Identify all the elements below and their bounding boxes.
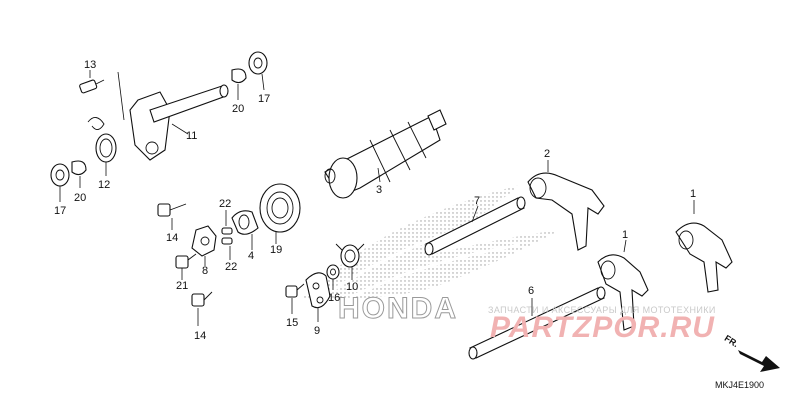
part-washer-17-top <box>248 51 268 91</box>
callout-6: 6 <box>528 285 534 297</box>
part-shift-drum-3 <box>324 109 447 199</box>
callout-21: 21 <box>176 280 188 292</box>
part-washer-17-left <box>50 163 70 202</box>
part-fork-shaft-7 <box>424 196 526 256</box>
callout-10: 10 <box>346 281 358 293</box>
part-shift-fork-1-center <box>597 239 649 331</box>
callout-17: 17 <box>54 205 66 217</box>
callout-14: 14 <box>166 232 178 244</box>
part-bolt-14-bottom <box>191 291 213 326</box>
part-shift-shaft-11 <box>117 71 229 161</box>
part-stopper-arm-9 <box>305 272 331 322</box>
part-circlip-20-left <box>71 160 87 188</box>
part-bearing-19 <box>259 183 301 244</box>
callout-22: 22 <box>219 198 231 210</box>
callout-labels: 1 1 2 3 4 6 7 8 9 10 11 12 13 14 14 15 1… <box>54 59 696 342</box>
watermark-logo: PARTZPOR.RU <box>490 311 715 344</box>
part-star-8 <box>191 225 217 266</box>
callout-22: 22 <box>225 261 237 273</box>
part-fork-shaft-6 <box>468 286 606 360</box>
part-bolt-13 <box>79 70 105 94</box>
callout-20: 20 <box>232 103 244 115</box>
part-pin-22 <box>221 210 233 260</box>
callout-19: 19 <box>270 244 282 256</box>
watermark-caption: ЗАПЧАСТИ И АКСЕССУАРЫ ДЛЯ МОТОТЕХНИКИ <box>488 305 716 315</box>
callout-11: 11 <box>186 130 197 142</box>
part-spring-12 <box>87 117 117 176</box>
front-direction-arrow-icon <box>738 350 780 372</box>
part-circlip-20-top <box>231 68 247 100</box>
callout-1: 1 <box>690 188 696 200</box>
part-shift-fork-2 <box>527 160 605 251</box>
callout-9: 9 <box>314 325 320 337</box>
callout-1: 1 <box>622 229 628 241</box>
callout-15: 15 <box>286 317 298 329</box>
callout-12: 12 <box>98 179 110 191</box>
callout-16: 16 <box>328 292 340 304</box>
callout-7: 7 <box>474 195 480 207</box>
callout-3: 3 <box>376 184 382 196</box>
honda-brand-mark: HONDA <box>338 292 458 325</box>
part-bolt-21 <box>175 253 197 280</box>
callout-13: 13 <box>84 59 96 71</box>
part-bolt-14-top <box>157 203 187 230</box>
callout-14: 14 <box>194 330 206 342</box>
part-spring-10 <box>335 243 365 280</box>
part-collar-4 <box>231 210 259 250</box>
callout-4: 4 <box>248 250 254 262</box>
callout-8: 8 <box>202 265 208 277</box>
callout-2: 2 <box>544 148 550 160</box>
part-shift-fork-1-right <box>675 200 733 293</box>
callout-20: 20 <box>74 192 86 204</box>
callout-17: 17 <box>258 93 270 105</box>
part-bolt-15 <box>285 283 305 314</box>
diagram-code: MKJ4E1900 <box>715 380 765 390</box>
part-washer-16 <box>326 264 340 290</box>
